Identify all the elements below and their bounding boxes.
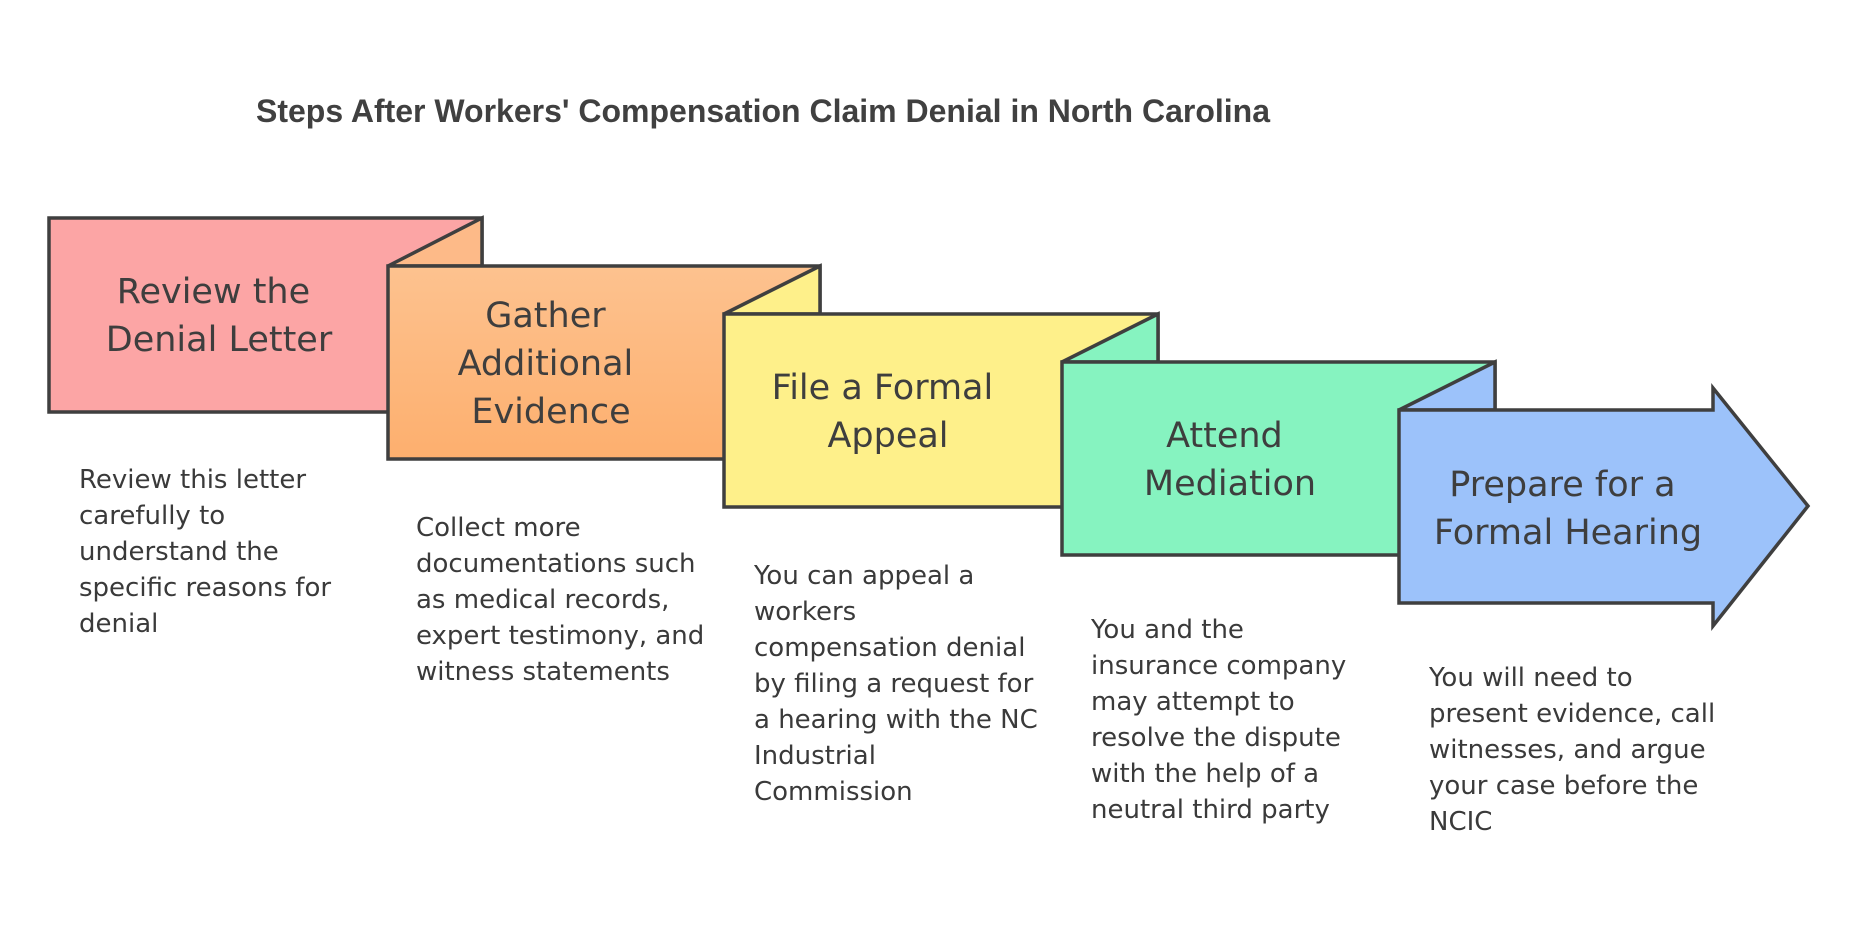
step-gather-evidence — [386, 215, 822, 461]
step-prepare-hearing — [1397, 359, 1811, 632]
step-file-appeal — [722, 263, 1160, 509]
step-3-label-line: Appeal — [827, 416, 948, 456]
step-5-description-line: present evidence, call — [1429, 699, 1715, 729]
step-2-description-line: documentations such — [416, 549, 696, 579]
step-1-label-line: Review the — [117, 272, 310, 312]
step-4-description-line: neutral third party — [1091, 795, 1330, 825]
step-2-description-line: Collect more — [416, 513, 581, 543]
step-2-description-line: as medical records, — [416, 585, 669, 615]
step-2-label: Gather Additional Evidence — [458, 296, 645, 432]
step-2-description-line: witness statements — [416, 657, 670, 687]
step-3-description-line: a hearing with the NC — [754, 705, 1038, 735]
step-2-description: Collect more documentations such as medi… — [416, 513, 713, 687]
step-3-description-line: You can appeal a — [753, 561, 974, 591]
step-4-description-line: resolve the dispute — [1091, 723, 1341, 753]
step-3-description-line: compensation denial — [754, 633, 1025, 663]
step-2-description-line: expert testimony, and — [416, 621, 704, 651]
step-3-description-line: by filing a request for — [754, 669, 1034, 699]
step-5-arrow — [1397, 383, 1811, 632]
step-1-description-line: denial — [79, 609, 158, 639]
step-1-label: Review the Denial Letter — [106, 272, 333, 360]
step-4-description: You and the insurance company may attemp… — [1090, 615, 1354, 825]
step-5-label-line: Formal Hearing — [1434, 513, 1702, 553]
step-1-description-line: specific reasons for — [79, 573, 331, 603]
step-4-description-line: with the help of a — [1091, 759, 1319, 789]
step-5-description: You will need to present evidence, call … — [1428, 663, 1723, 837]
step-4-description-line: may attempt to — [1091, 687, 1295, 717]
step-5-description-line: your case before the — [1429, 771, 1698, 801]
step-2-label-line: Additional — [458, 344, 634, 384]
step-4-label: Attend Mediation — [1144, 416, 1316, 504]
step-1-description-line: Review this letter — [79, 465, 306, 495]
step-1-label-line: Denial Letter — [106, 320, 333, 360]
step-4-label-line: Mediation — [1144, 464, 1316, 504]
diagram-title: Steps After Workers' Compensation Claim … — [256, 93, 1270, 129]
step-5-description-line: witnesses, and argue — [1429, 735, 1706, 765]
step-3-description-line: Commission — [754, 777, 913, 807]
step-4-label-line: Attend — [1166, 416, 1283, 456]
step-5-description-line: You will need to — [1428, 663, 1633, 693]
step-1-description-line: carefully to — [79, 501, 225, 531]
step-1-description: Review this letter carefully to understa… — [79, 465, 339, 639]
step-5-label-line: Prepare for a — [1449, 465, 1675, 505]
step-3-label-line: File a Formal — [772, 368, 994, 408]
step-3-label: File a Formal Appeal — [772, 368, 1005, 456]
step-5-description-line: NCIC — [1429, 807, 1492, 837]
step-2-label-line: Evidence — [471, 392, 630, 432]
step-attend-mediation — [1060, 311, 1497, 557]
step-3-description-line: workers — [754, 597, 856, 627]
step-4-description-line: You and the — [1090, 615, 1244, 645]
step-2-label-line: Gather — [485, 296, 606, 336]
step-4-description-line: insurance company — [1091, 651, 1346, 681]
step-1-description-line: understand the — [79, 537, 279, 567]
step-5-label: Prepare for a Formal Hearing — [1434, 465, 1702, 553]
step-3-description-line: Industrial — [754, 741, 876, 771]
step-3-description: You can appeal a workers compensation de… — [753, 561, 1046, 807]
